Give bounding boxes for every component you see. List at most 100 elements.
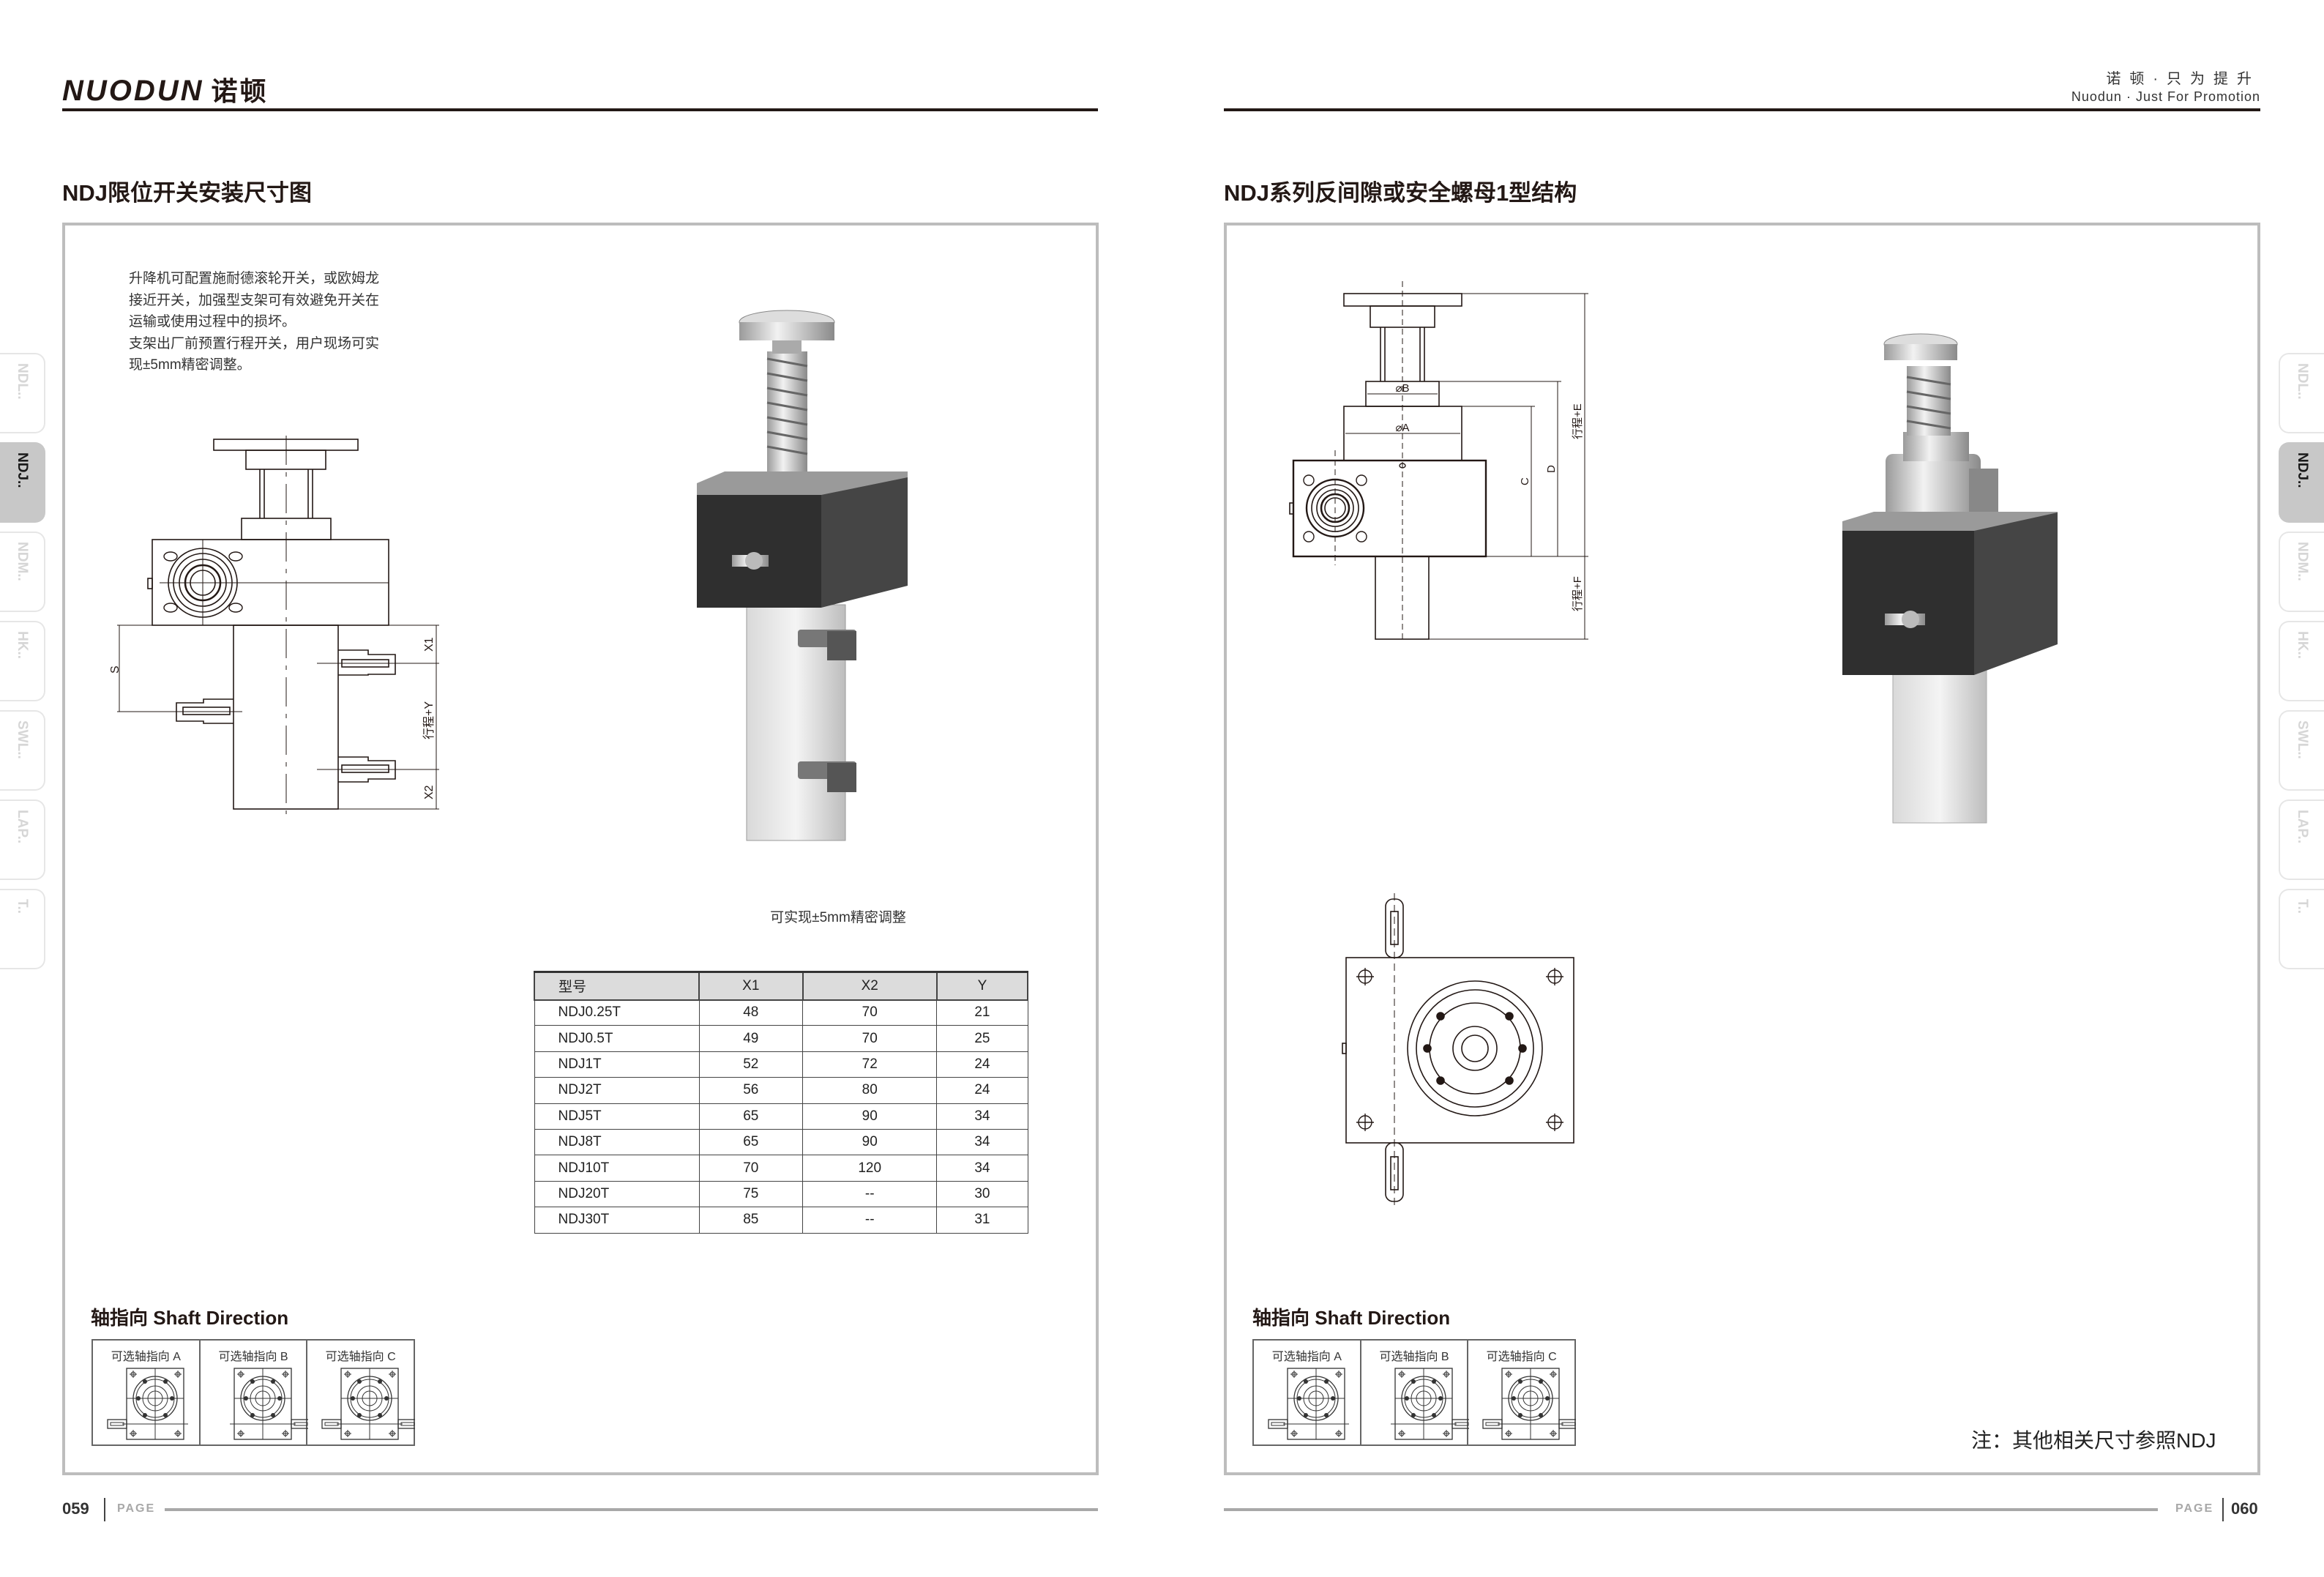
shaft-direction-option-a: 可选轴指向 A (1254, 1341, 1361, 1444)
side-tab-hk[interactable]: HK.. (2279, 621, 2324, 701)
side-tab-label: SWL.. (2295, 720, 2310, 759)
header-rule-left (62, 108, 1098, 111)
table-cell: 90 (802, 1103, 938, 1130)
table-cell: NDJ10T (534, 1155, 700, 1182)
shaft-direction-diagram-icon (1268, 1368, 1349, 1440)
shaft-option-label: 可选轴指向 B (218, 1351, 288, 1363)
anti-backlash-side-drawing (1289, 281, 1588, 641)
side-tab-label: NDJ.. (15, 452, 30, 488)
dim-stroke-y-label: 行程+Y (422, 701, 436, 739)
right-drawing-labels: ⌀B ⌀A C D 行程+E 行程+F (1395, 382, 1584, 611)
table-cell: 90 (802, 1128, 938, 1156)
dim-d-label: D (1545, 465, 1558, 473)
side-tab-ndm[interactable]: NDM.. (2279, 532, 2324, 612)
logo-text-cn: 诺顿 (211, 76, 269, 106)
table-cell: 120 (802, 1155, 938, 1182)
shaft-direction-option-b: 可选轴指向 B (201, 1341, 308, 1444)
side-tab-ndj[interactable]: NDJ.. (2279, 442, 2324, 523)
table-cell: 34 (936, 1155, 1028, 1182)
shaft-direction-option-c: 可选轴指向 C (1468, 1341, 1577, 1444)
column-header: X2 (802, 971, 938, 1001)
table-cell: 24 (936, 1077, 1028, 1104)
side-tab-label: HK.. (15, 631, 30, 659)
table-cell: NDJ2T (534, 1077, 700, 1104)
left-shaft-direction-options: 可选轴指向 A 可选轴指向 B 可选轴指向 C (91, 1339, 416, 1446)
description-text: 升降机可配置施耐德滚轮开关，或欧姆龙 接近开关，加强型支架可有效避免开关在 运输… (129, 268, 392, 376)
limit-switch-product-image (697, 310, 908, 841)
anti-backlash-top-drawing (1342, 893, 1574, 1208)
description-line: 支架出厂前预置行程开关，用户现场可实 (129, 335, 380, 351)
description-line: 升降机可配置施耐德滚轮开关，或欧姆龙 (129, 271, 380, 286)
right-shaft-direction-title: 轴指向 Shaft Direction (1252, 1307, 1451, 1329)
dim-c-label: C (1519, 477, 1531, 485)
table-cell: 70 (698, 1155, 804, 1182)
footer-separator (2222, 1498, 2224, 1521)
side-tab-ndm[interactable]: NDM.. (0, 532, 45, 612)
table-cell: 31 (936, 1207, 1028, 1234)
side-tab-label: T.. (15, 899, 30, 914)
side-tab-hk[interactable]: HK.. (0, 621, 45, 701)
shaft-direction-diagram-icon (1390, 1368, 1469, 1440)
side-tab-label: SWL.. (15, 720, 30, 759)
shaft-direction-option-b: 可选轴指向 B (1361, 1341, 1469, 1444)
shaft-direction-option-a: 可选轴指向 A (93, 1341, 201, 1444)
dim-stroke-e-label: 行程+E (1572, 403, 1584, 439)
table-cell: 30 (936, 1180, 1028, 1208)
table-cell: 34 (936, 1128, 1028, 1156)
left-drawing-labels: S X1 行程+Y X2 (109, 637, 436, 799)
side-tab-t[interactable]: T.. (0, 889, 45, 969)
side-tab-label: NDL.. (2295, 363, 2310, 400)
dim-dia-a-label: ⌀A (1395, 422, 1409, 434)
side-tab-lap[interactable]: LAP.. (0, 799, 45, 880)
right-panel (1224, 223, 2260, 1475)
table-cell: 34 (936, 1103, 1028, 1130)
table-cell: NDJ0.25T (534, 999, 700, 1026)
left-shaft-direction-title: 轴指向 Shaft Direction (91, 1307, 289, 1329)
side-tab-swl[interactable]: SWL.. (2279, 710, 2324, 791)
footer-separator (104, 1498, 105, 1521)
table-cell: NDJ8T (534, 1128, 700, 1156)
table-cell: 25 (936, 1025, 1028, 1052)
right-page-title: NDJ系列反间隙或安全螺母1型结构 (1224, 180, 1577, 206)
shaft-direction-option-c: 可选轴指向 C (307, 1341, 416, 1444)
side-tab-ndl[interactable]: NDL.. (2279, 353, 2324, 433)
table-cell: 72 (802, 1051, 938, 1078)
column-header: X1 (698, 971, 804, 1001)
dim-s-label: S (109, 666, 122, 674)
table-cell: NDJ5T (534, 1103, 700, 1130)
side-tab-lap[interactable]: LAP.. (2279, 799, 2324, 880)
anti-backlash-product-image (1842, 333, 2058, 824)
left-panel (62, 223, 1099, 1475)
side-tab-swl[interactable]: SWL.. (0, 710, 45, 791)
table-cell: 24 (936, 1051, 1028, 1078)
side-tab-label: NDM.. (2295, 542, 2310, 581)
table-cell: 52 (698, 1051, 804, 1078)
table-cell: NDJ1T (534, 1051, 700, 1078)
table-cell: 65 (698, 1128, 804, 1156)
side-tab-ndj[interactable]: NDJ.. (0, 442, 45, 523)
dim-x2-label: X2 (423, 785, 436, 799)
page-label-left: PAGE (117, 1502, 156, 1515)
page-label-right: PAGE (2175, 1502, 2214, 1515)
table-cell: 80 (802, 1077, 938, 1104)
reference-note: 注：其他相关尺寸参照NDJ (1971, 1429, 2216, 1452)
page-number-right: 060 (2231, 1499, 2258, 1518)
side-tab-t[interactable]: T.. (2279, 889, 2324, 969)
table-cell: NDJ20T (534, 1180, 700, 1208)
shaft-direction-diagram-icon (107, 1368, 188, 1440)
side-tab-label: T.. (2295, 899, 2310, 914)
table-cell: 75 (698, 1180, 804, 1208)
side-tab-ndl[interactable]: NDL.. (0, 353, 45, 433)
table-cell: 70 (802, 999, 938, 1026)
side-tab-label: NDM.. (15, 542, 30, 581)
